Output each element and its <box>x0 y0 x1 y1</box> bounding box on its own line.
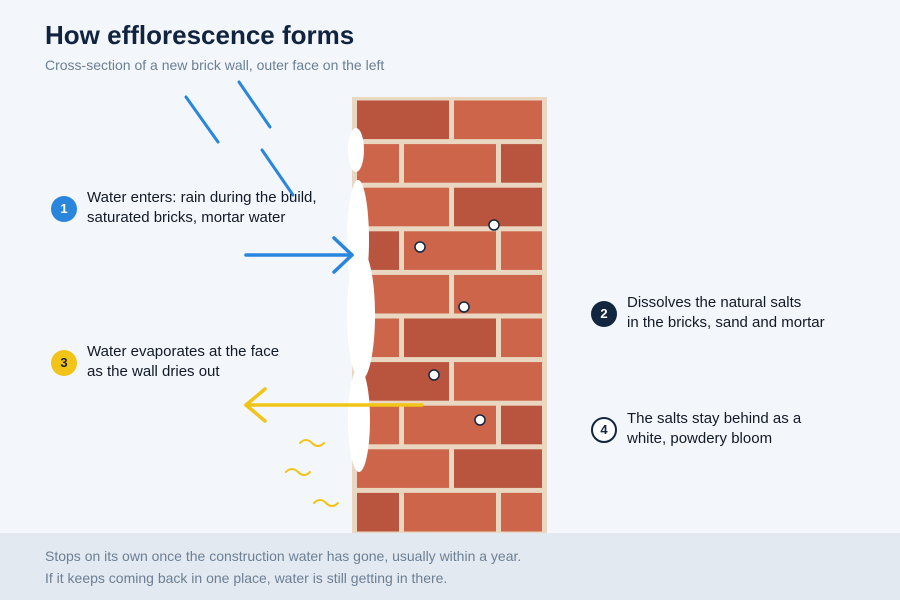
brick <box>357 187 449 227</box>
vapour-wave <box>285 468 311 476</box>
footer-note: Stops on its own once the construction w… <box>0 533 900 600</box>
brick <box>404 144 496 183</box>
salt-bloom-patch <box>347 250 375 380</box>
salt-particle <box>414 241 426 253</box>
page-subtitle: Cross-section of a new brick wall, outer… <box>45 57 385 73</box>
brick <box>404 318 496 358</box>
brick <box>501 231 542 270</box>
rain-streak <box>260 148 295 197</box>
evaporation-arrow <box>244 387 424 423</box>
brick <box>501 492 542 532</box>
brick <box>454 187 542 227</box>
step-water-enters: 1 Water enters: rain during the build, s… <box>51 188 317 228</box>
salt-bloom-patch <box>348 128 364 172</box>
salt-particle <box>428 369 440 381</box>
step-text-line: Dissolves the natural salts <box>627 294 802 311</box>
vapour-squiggles <box>285 439 339 507</box>
step-text-line: as the wall dries out <box>87 363 220 380</box>
step-number-badge: 2 <box>591 301 617 327</box>
footer-text-line: If it keeps coming back in one place, wa… <box>45 570 448 586</box>
dissolved-salt-particles <box>414 219 500 426</box>
step-text-line: in the bricks, sand and mortar <box>627 314 825 331</box>
salt-particle <box>458 301 470 313</box>
rain-streaks <box>184 80 295 197</box>
brick <box>454 362 542 401</box>
step-water-evaporates: 3 Water evaporates at the face as the wa… <box>51 342 279 382</box>
brick-wall <box>352 97 547 533</box>
step-dissolves-salts: 2 Dissolves the natural salts in the bri… <box>591 293 825 333</box>
step-salts-bloom: 4 The salts stay behind as a white, powd… <box>591 409 801 449</box>
step-number-badge: 1 <box>51 196 77 222</box>
step-text-line: white, powdery bloom <box>627 430 773 447</box>
step-text-line: The salts stay behind as a <box>627 410 802 427</box>
step-number-badge: 3 <box>51 350 77 376</box>
brick <box>357 492 399 532</box>
salt-bloom-patch <box>348 368 370 472</box>
brick <box>357 362 449 401</box>
salt-particle <box>488 219 500 231</box>
brick <box>404 492 496 532</box>
brick <box>357 100 449 140</box>
step-text-line: saturated bricks, mortar water <box>87 209 286 226</box>
rain-streak <box>237 80 272 129</box>
step-text-line: Water enters: rain during the build, <box>87 189 317 206</box>
brick <box>357 449 449 488</box>
brick <box>357 144 399 183</box>
brick <box>501 318 542 358</box>
step-number-badge: 4 <box>591 417 617 443</box>
salt-particle <box>474 414 486 426</box>
water-in-arrow <box>244 236 354 274</box>
rain-streak <box>184 95 220 144</box>
efflorescence-bloom <box>347 128 375 472</box>
step-description: Dissolves the natural salts in the brick… <box>627 293 825 333</box>
step-description: Water enters: rain during the build, sat… <box>87 188 317 228</box>
brick <box>501 144 542 183</box>
footer-text-line: Stops on its own once the construction w… <box>45 548 522 564</box>
page-title: How efflorescence forms <box>45 20 355 50</box>
brick <box>454 449 542 488</box>
vapour-wave <box>313 499 339 507</box>
step-description: The salts stay behind as a white, powder… <box>627 409 801 449</box>
vapour-wave <box>299 439 325 447</box>
step-description: Water evaporates at the face as the wall… <box>87 342 279 382</box>
brick <box>501 405 542 445</box>
step-text-line: Water evaporates at the face <box>87 343 280 360</box>
brick <box>454 100 542 140</box>
